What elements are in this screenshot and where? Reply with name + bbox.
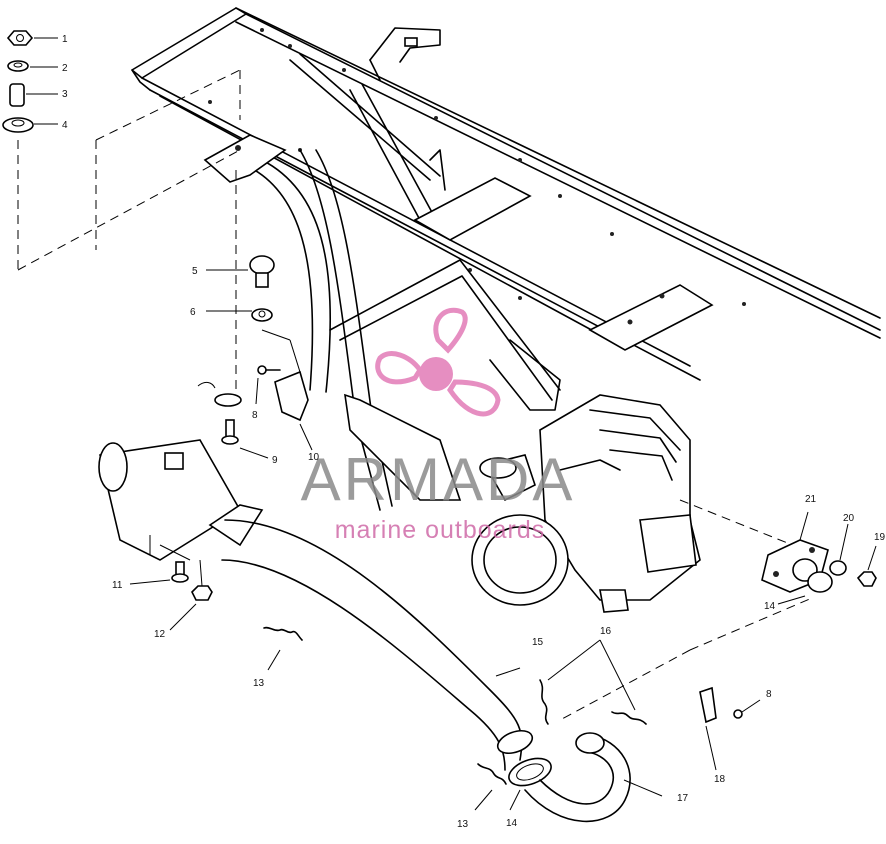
callout-21: 21 <box>805 494 817 505</box>
watermark-subtitle: marine outboards <box>335 516 546 544</box>
callout-11: 11 <box>112 580 123 591</box>
callout-9: 9 <box>272 455 278 466</box>
callout-16: 16 <box>600 626 612 637</box>
armada-watermark: ARMADA marine outboards <box>301 307 576 544</box>
exhaust-flange-assembly <box>679 499 877 771</box>
callout-19: 19 <box>874 532 886 543</box>
callout-14-lower: 14 <box>506 818 518 829</box>
callout-14-right: 14 <box>764 601 776 612</box>
callout-1: 1 <box>62 34 68 45</box>
callout-12: 12 <box>154 629 166 640</box>
callout-8-upper: 8 <box>252 410 258 421</box>
engine-block <box>471 394 701 613</box>
callout-18: 18 <box>714 774 726 785</box>
mount-parts-5-10 <box>197 170 313 459</box>
callout-20: 20 <box>843 513 855 524</box>
callout-2: 2 <box>62 63 68 74</box>
callout-3: 3 <box>62 89 68 100</box>
muffler <box>98 439 303 671</box>
callout-17: 17 <box>677 793 689 804</box>
callout-5: 5 <box>192 266 198 277</box>
frame-assembly <box>131 7 881 511</box>
callout-15: 15 <box>532 637 544 648</box>
callout-13-lower: 13 <box>457 819 469 830</box>
watermark-title: ARMADA <box>301 446 576 513</box>
mount-hardware-stack <box>2 30 241 271</box>
callout-13-upper: 13 <box>253 678 265 689</box>
callout-labels: 1 2 3 4 5 6 8 9 10 11 12 13 13 14 14 15 … <box>62 34 886 830</box>
exhaust-pipe <box>221 519 813 823</box>
propeller-logo <box>375 307 501 417</box>
callout-10: 10 <box>308 452 320 463</box>
callout-4: 4 <box>62 120 68 131</box>
callout-8-lower: 8 <box>766 689 772 700</box>
callout-6: 6 <box>190 307 196 318</box>
